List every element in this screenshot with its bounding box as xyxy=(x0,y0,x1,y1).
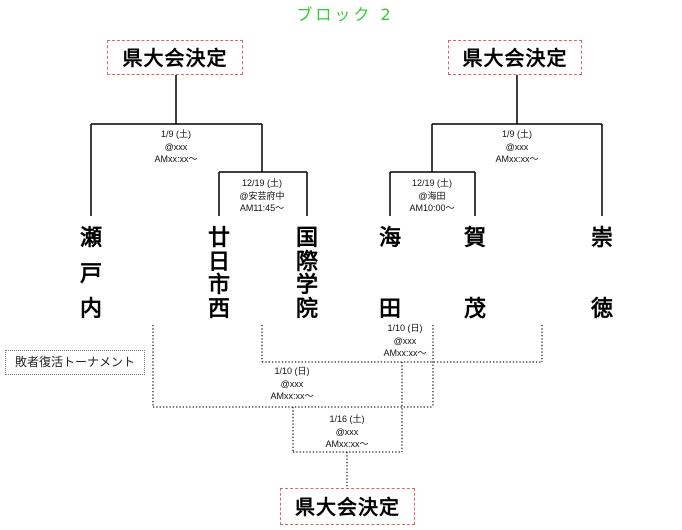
match-date: 12/19 (土) xyxy=(411,178,453,188)
match-info-left-final: 1/9 (土) @xxx AMxx:xx〜 xyxy=(121,128,231,166)
team-name-char: 瀬 xyxy=(79,226,102,251)
team-kaita: 海田 xyxy=(375,228,405,321)
team-name-char: 学 xyxy=(295,273,318,299)
match-date: 1/9 (土) xyxy=(501,129,532,139)
team-sotoku: 崇徳 xyxy=(587,228,617,321)
qualify-box-repechage: 県大会決定 xyxy=(280,488,415,525)
team-name-char: 賀 xyxy=(463,226,486,251)
team-kamo: 賀茂 xyxy=(460,228,490,321)
match-venue: @xxx xyxy=(164,141,188,152)
team-setouchi: 瀬戸内 xyxy=(76,228,106,321)
repechage-label: 敗者復活トーナメント xyxy=(5,350,145,375)
qualify-box-right: 県大会決定 xyxy=(448,40,582,75)
team-name-char: 崇 xyxy=(590,226,613,251)
team-name-char: 院 xyxy=(295,296,318,322)
match-date: 1/16 (土) xyxy=(329,414,365,424)
match-date: 12/19 (土) xyxy=(241,178,283,188)
match-info-repechage-final: 1/16 (土) @xxx AMxx:xx〜 xyxy=(292,413,402,451)
team-name-char: 日 xyxy=(207,249,230,275)
team-name-char: 国 xyxy=(295,226,318,251)
match-date: 1/9 (土) xyxy=(160,129,191,139)
team-name-char: 内 xyxy=(79,297,102,322)
match-date: 1/10 (日) xyxy=(387,323,423,333)
team-name-char: 際 xyxy=(295,249,318,275)
qualify-box-left: 県大会決定 xyxy=(107,40,243,75)
match-venue: @安芸府中 xyxy=(239,190,285,201)
team-name-char: 茂 xyxy=(463,297,486,322)
match-info-right-first: 12/19 (土) @海田 AM10:00〜 xyxy=(377,177,487,215)
match-info-repechage-b: 1/10 (日) @xxx AMxx:xx〜 xyxy=(237,365,347,403)
team-name-char: 西 xyxy=(207,296,230,322)
match-time: AM10:00〜 xyxy=(409,203,455,213)
qualify-label: 県大会決定 xyxy=(462,45,568,70)
match-time: AMxx:xx〜 xyxy=(495,154,539,164)
team-name-char: 戸 xyxy=(79,261,102,287)
match-time: AMxx:xx〜 xyxy=(154,154,198,164)
match-time: AMxx:xx〜 xyxy=(325,439,369,449)
qualify-label: 県大会決定 xyxy=(122,45,228,70)
match-time: AM11:45〜 xyxy=(239,203,285,213)
match-venue: @xxx xyxy=(505,141,529,152)
match-time: AMxx:xx〜 xyxy=(383,348,427,358)
team-name-char: 田 xyxy=(378,297,401,322)
match-venue: @xxx xyxy=(393,335,417,346)
block-title: ブロック 2 xyxy=(296,5,394,24)
match-venue: @海田 xyxy=(418,190,446,201)
match-date: 1/10 (日) xyxy=(274,366,310,376)
team-name-char: 廿 xyxy=(207,226,230,251)
team-kokusai-gakuin: 国際学院 xyxy=(292,228,322,321)
qualify-label: 県大会決定 xyxy=(295,494,400,519)
team-name-char: 徳 xyxy=(590,297,613,322)
team-name-char: 市 xyxy=(207,273,230,299)
match-info-right-final: 1/9 (土) @xxx AMxx:xx〜 xyxy=(462,128,572,166)
team-name-char: 海 xyxy=(378,226,401,251)
match-time: AMxx:xx〜 xyxy=(270,391,314,401)
match-venue: @xxx xyxy=(280,378,304,389)
match-venue: @xxx xyxy=(335,426,359,437)
team-hatsukaichi-nishi: 廿日市西 xyxy=(204,228,234,321)
match-info-left-first: 12/19 (土) @安芸府中 AM11:45〜 xyxy=(207,177,317,215)
match-info-repechage-a: 1/10 (日) @xxx AMxx:xx〜 xyxy=(350,322,460,360)
